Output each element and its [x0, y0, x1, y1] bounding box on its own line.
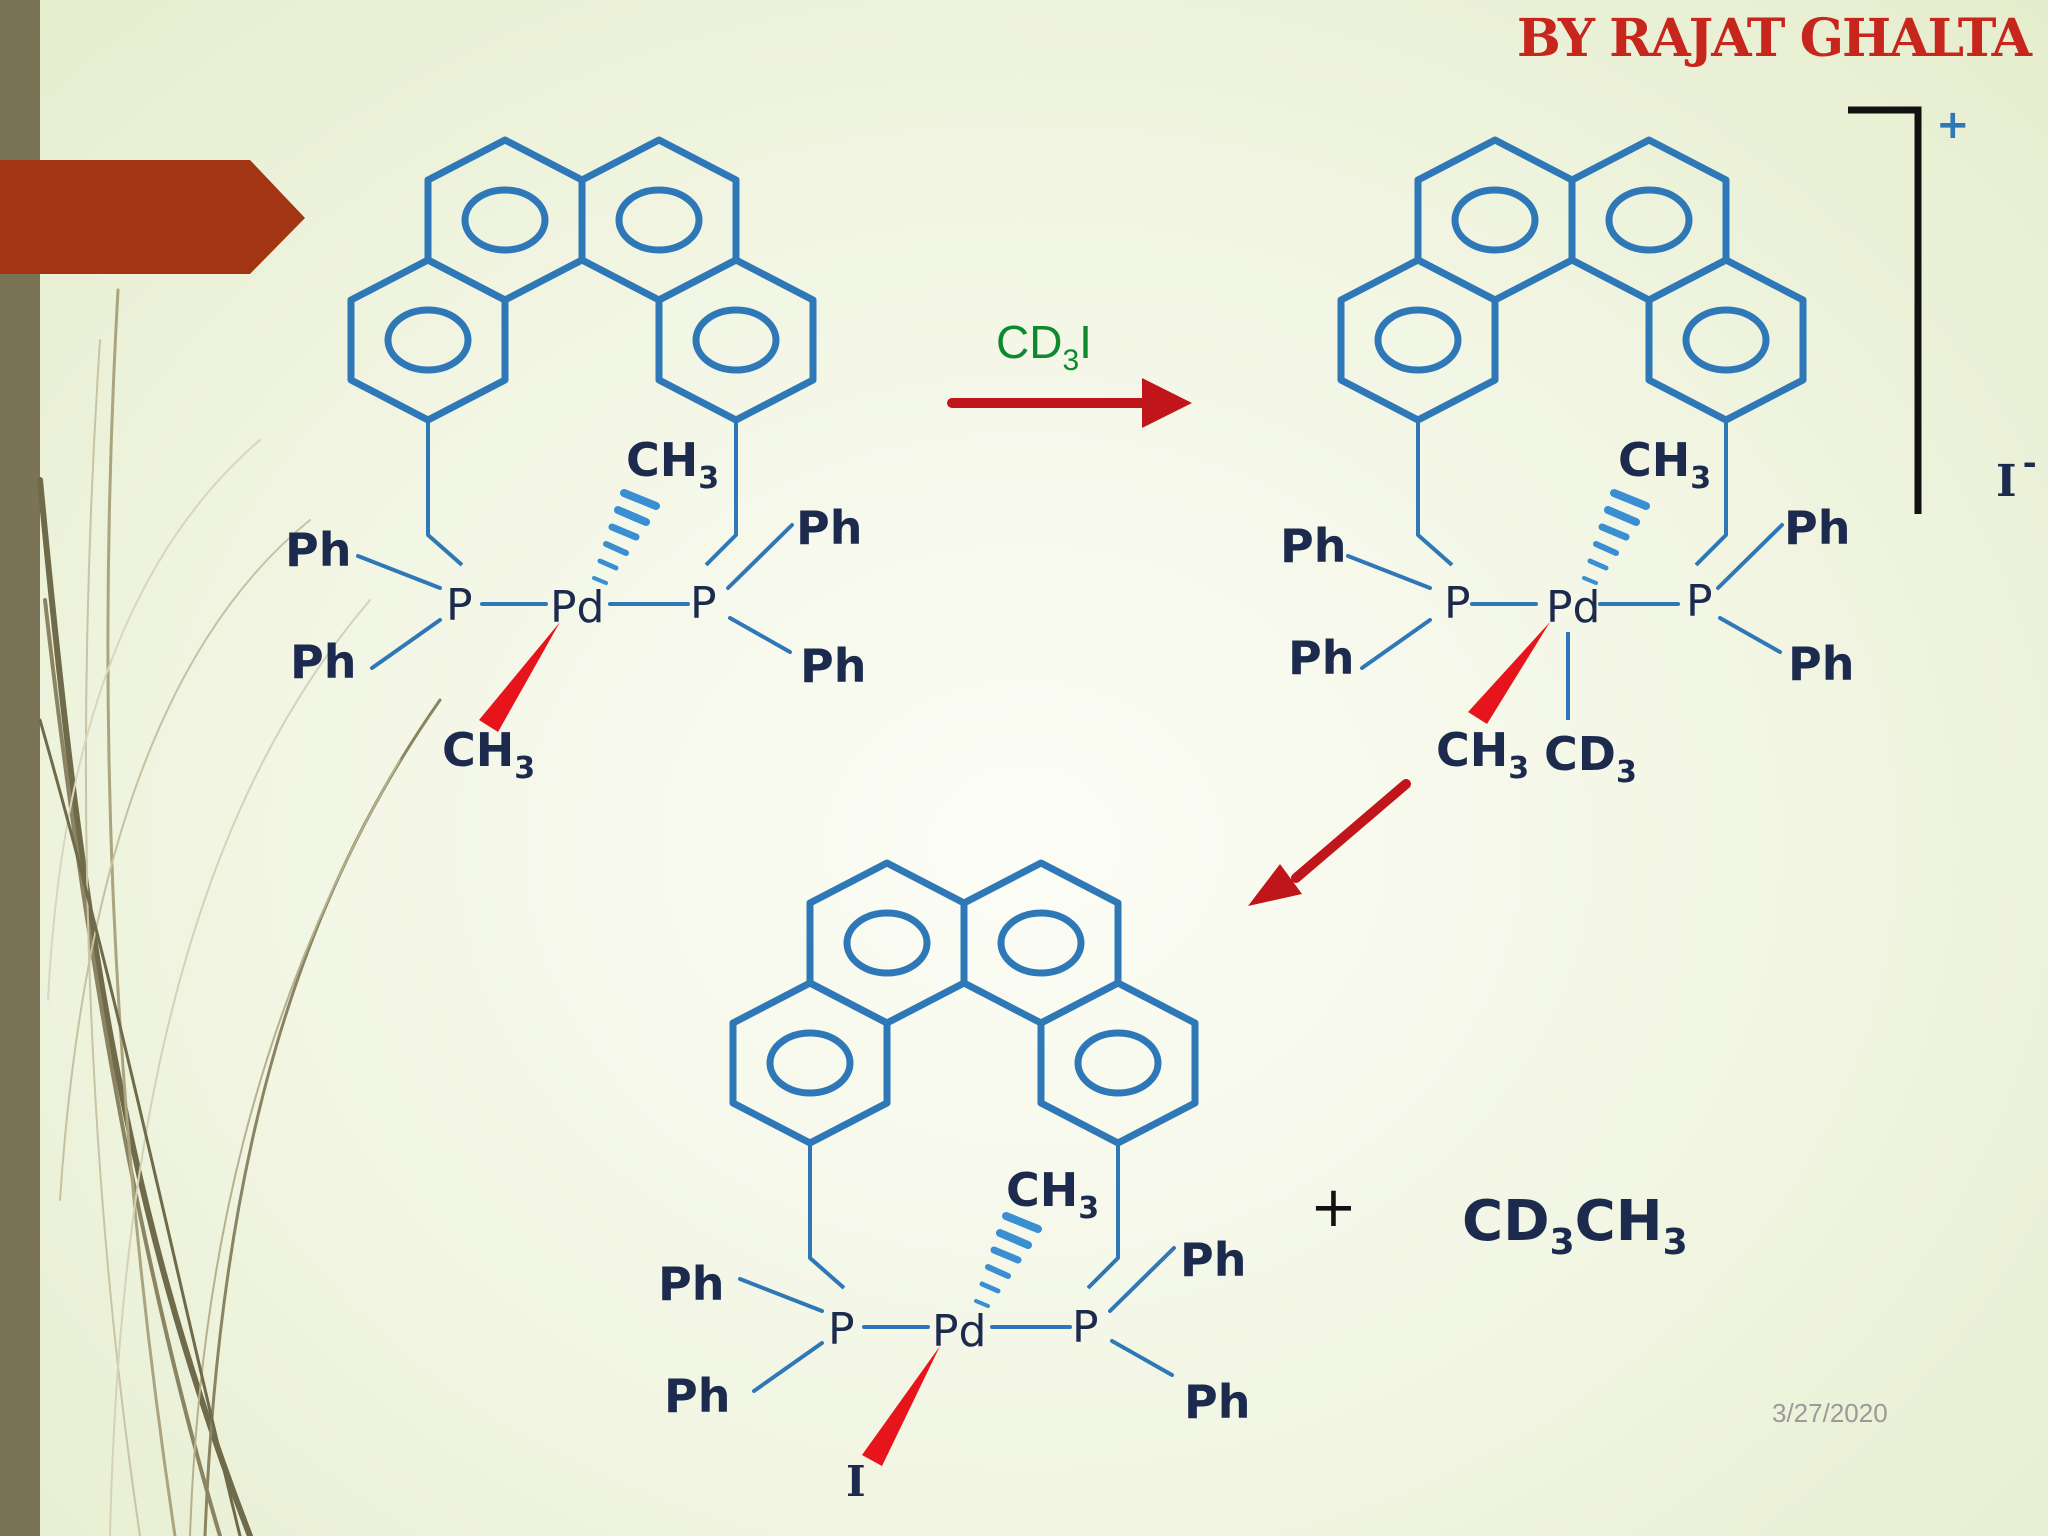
reagent-label: CD3I — [996, 316, 1092, 377]
palladium-label: Pd — [932, 1306, 986, 1357]
phosphorus-label: P — [1444, 578, 1471, 629]
phosphorus-label: P — [1072, 1302, 1099, 1353]
ethane-product-label: CD3CH3 — [1462, 1189, 1688, 1263]
palladium-label: Pd — [550, 582, 604, 633]
methyl-label: CH3 — [1618, 433, 1711, 496]
methyl-label: CH3 — [626, 433, 719, 496]
phenyl-label: Ph — [800, 639, 866, 693]
cation-charge: + — [1936, 102, 1970, 148]
methyl-label: CH3 — [1006, 1163, 1099, 1226]
phenyl-label: Ph — [290, 635, 356, 689]
phenyl-label: Ph — [658, 1257, 724, 1311]
plus-sign: + — [1310, 1175, 1357, 1240]
author-watermark: BY RAJAT GHALTA — [1516, 8, 2032, 69]
decorative-grass — [37, 288, 442, 1536]
phenyl-label: Ph — [1784, 501, 1850, 555]
phenyl-label: Ph — [285, 523, 351, 577]
reaction-arrow-icon — [947, 378, 1192, 428]
phosphorus-label: P — [1686, 576, 1713, 627]
phenyl-label: Ph — [1180, 1233, 1246, 1287]
phenyl-label: Ph — [664, 1369, 730, 1423]
phenyl-label: Ph — [1288, 631, 1354, 685]
phosphorus-label: P — [828, 1304, 855, 1355]
reactant-complex: Ph Ph Ph Ph P Pd P CH3 CH3 — [285, 140, 866, 786]
palladium-label: Pd — [1546, 582, 1600, 633]
phosphorus-label: P — [446, 580, 473, 631]
product-complex: Ph Ph Ph Ph P Pd P CH3 I — [658, 863, 1250, 1506]
reaction-arrow-icon — [1248, 779, 1411, 906]
methyl-label: CH3 — [442, 723, 535, 786]
phosphorus-label: P — [690, 578, 717, 629]
phenyl-label: Ph — [796, 501, 862, 555]
iodide-counterion: I- — [1996, 443, 2037, 507]
complex-bracket — [1848, 106, 1922, 514]
methyl-label: CH3 — [1436, 723, 1529, 786]
accent-arrow-icon — [0, 160, 305, 274]
phenyl-label: Ph — [1280, 519, 1346, 573]
intermediate-complex: Ph Ph Ph Ph P Pd P CH3 CH3 CD3 + I- — [1280, 102, 2037, 790]
phenyl-label: Ph — [1184, 1375, 1250, 1429]
phenyl-label: Ph — [1788, 637, 1854, 691]
deuteromethyl-label: CD3 — [1544, 727, 1637, 790]
slide-date: 3/27/2020 — [1772, 1398, 1888, 1428]
iodide-label: I — [846, 1457, 866, 1506]
